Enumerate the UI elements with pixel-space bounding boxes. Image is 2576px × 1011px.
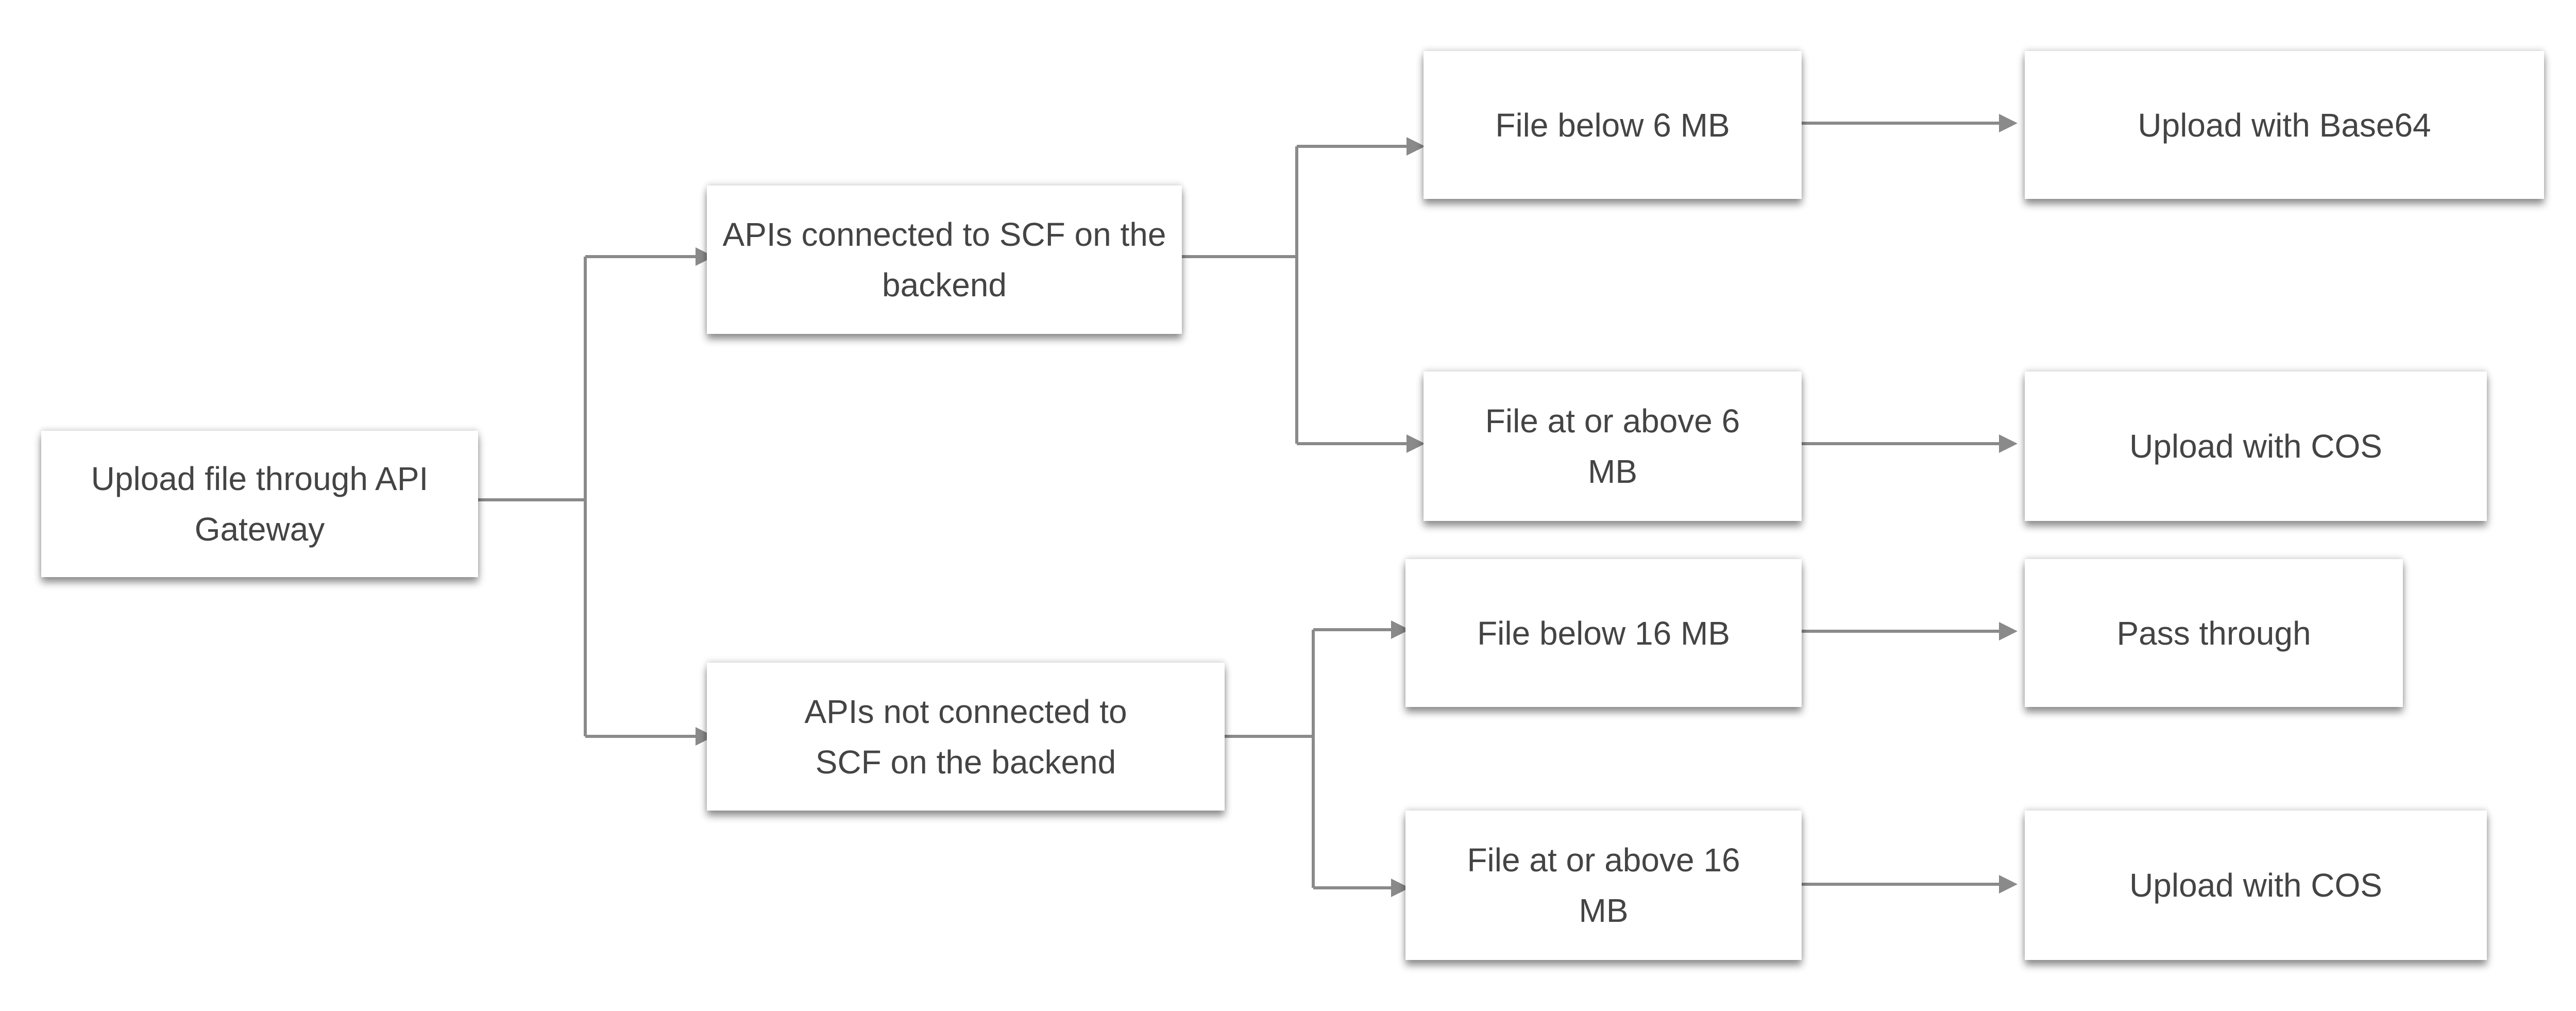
node-scf-large: File at or above 6 MB xyxy=(1423,372,1802,521)
node-no-scf-large: File at or above 16 MB xyxy=(1405,811,1802,960)
arrowhead-icon xyxy=(1999,622,2018,641)
arrowhead-icon xyxy=(1999,434,2018,453)
node-scf-small: File below 6 MB xyxy=(1423,51,1802,199)
node-label: File below 16 MB xyxy=(1477,614,1730,652)
node-label: Upload with COS xyxy=(2129,867,2382,904)
node-no-scf-small: File below 16 MB xyxy=(1405,559,1802,707)
node-pass-through: Pass through xyxy=(2025,559,2403,707)
node-cos-1: Upload with COS xyxy=(2025,372,2487,521)
node-label: File at or above 6 MB xyxy=(1485,402,1740,490)
arrowhead-icon xyxy=(1391,879,1410,897)
node-label: File below 6 MB xyxy=(1495,106,1730,144)
connector-scf-trunk xyxy=(1182,146,1298,444)
arrowhead-icon xyxy=(1999,875,2018,894)
node-label: File at or above 16 MB xyxy=(1467,841,1740,929)
node-no-scf: APIs not connected to SCF on the backend xyxy=(707,663,1225,811)
connector-no-scf-trunk xyxy=(1225,630,1315,888)
node-base64: Upload with Base64 xyxy=(2025,51,2544,199)
arrowhead-icon xyxy=(1406,434,1425,453)
node-root: Upload file through API Gateway xyxy=(41,431,478,577)
arrowhead-icon xyxy=(1406,137,1425,156)
arrowhead-icon xyxy=(696,247,714,266)
node-label: Upload with Base64 xyxy=(2138,106,2431,144)
node-label: APIs not connected to SCF on the backend xyxy=(804,693,1127,781)
node-label: Upload with COS xyxy=(2129,428,2382,465)
node-scf: APIs connected to SCF on the backend xyxy=(707,186,1182,334)
node-label: APIs connected to SCF on the backend xyxy=(722,216,1166,304)
node-label: Upload file through API Gateway xyxy=(91,460,429,548)
arrowhead-icon xyxy=(1391,620,1410,639)
connector-root-trunk xyxy=(478,257,587,736)
arrowhead-icon xyxy=(1999,114,2018,132)
arrowhead-icon xyxy=(696,727,714,746)
node-cos-2: Upload with COS xyxy=(2025,811,2487,960)
node-label: Pass through xyxy=(2116,614,2311,652)
